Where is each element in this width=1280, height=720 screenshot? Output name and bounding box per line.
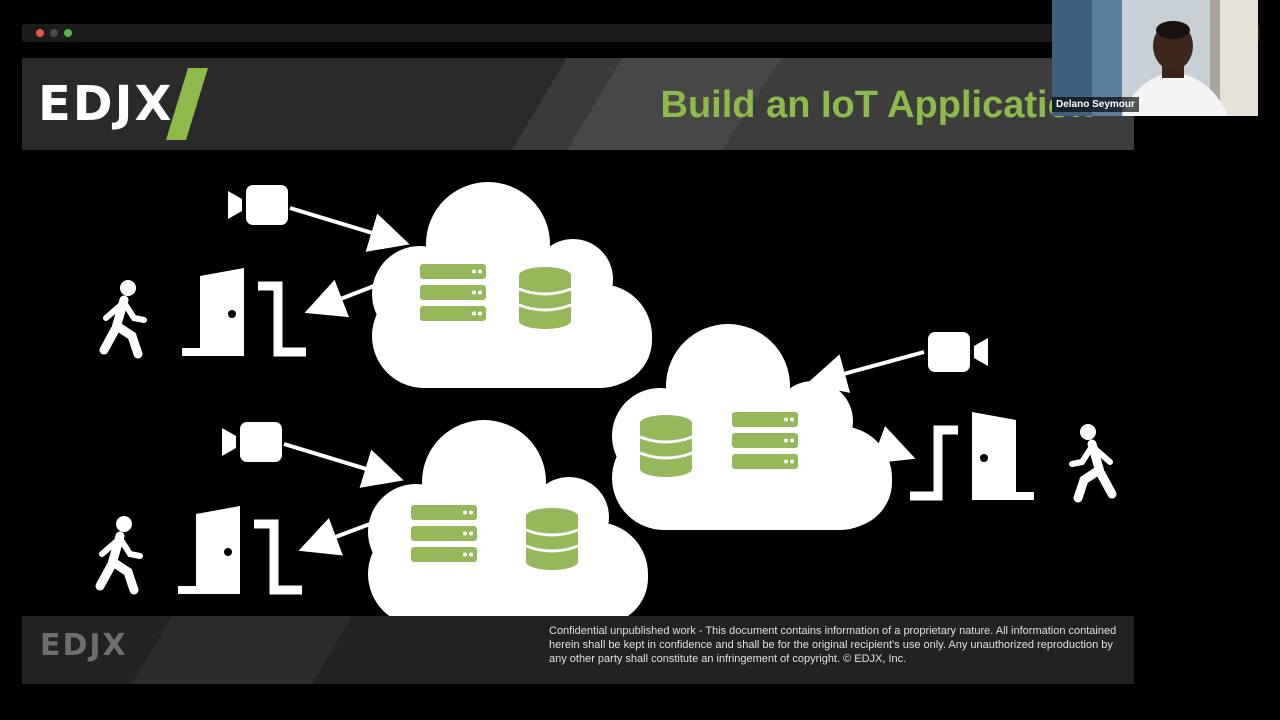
participant-name-label: Delano Seymour (1052, 97, 1139, 112)
arrow-icon (289, 206, 410, 252)
slide-title: Build an IoT Application (660, 84, 1094, 126)
maximize-dot[interactable] (64, 29, 72, 37)
camera-icon (928, 332, 988, 372)
participant-video-tile[interactable]: Delano Seymour (1052, 0, 1258, 116)
database-icon (524, 506, 580, 572)
footer-background (132, 616, 352, 684)
walking-person-icon (1072, 424, 1112, 498)
door-icon (178, 506, 302, 594)
header-background (512, 58, 1134, 150)
camera-icon (228, 185, 288, 225)
arrow-icon (298, 518, 371, 556)
slide-footer: EDJX Confidential unpublished work - Thi… (22, 616, 1134, 684)
iot-diagram (22, 182, 1134, 616)
shared-slide: EDJX Build an IoT Application (22, 58, 1134, 684)
cloud-icon (368, 420, 648, 616)
edjx-logo: EDJX (38, 76, 174, 132)
arrow-icon (806, 350, 925, 393)
server-rack-icon (732, 412, 798, 469)
arrow-icon (843, 426, 916, 464)
footer-edjx-logo: EDJX (40, 628, 128, 663)
walking-person-icon (104, 280, 144, 354)
participant-video-feed (1052, 0, 1258, 116)
close-dot[interactable] (36, 29, 44, 37)
camera-icon (222, 422, 282, 462)
arrow-icon (304, 279, 375, 318)
walking-person-icon (100, 516, 140, 590)
logo-x-accent (166, 68, 208, 140)
server-rack-icon (411, 505, 477, 562)
window-title-bar (22, 24, 1260, 42)
server-rack-icon (420, 264, 486, 321)
arrow-icon (283, 442, 404, 488)
database-icon (517, 265, 573, 331)
slide-header: EDJX Build an IoT Application (22, 58, 1134, 150)
cloud-icon (372, 182, 652, 388)
database-icon (638, 413, 694, 479)
confidential-notice: Confidential unpublished work - This doc… (549, 625, 1117, 665)
door-icon (910, 412, 1034, 500)
minimize-dot[interactable] (50, 29, 58, 37)
door-icon (182, 268, 306, 356)
